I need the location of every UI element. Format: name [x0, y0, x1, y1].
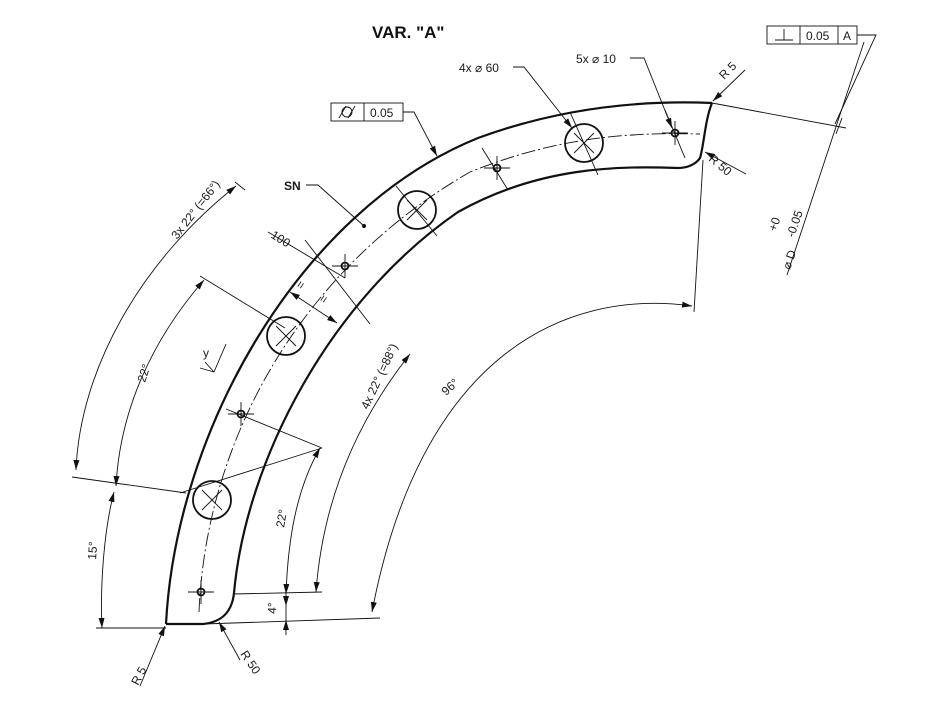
- diameter-symbol: ⌀ D: [780, 248, 800, 271]
- width-100-label: 100: [268, 228, 293, 251]
- bottom-end-cap: [166, 592, 236, 626]
- total-96-angle: 96°: [439, 376, 462, 399]
- small-hole-callout: 5x ⌀ 10: [576, 52, 673, 129]
- radial-lines: [179, 109, 686, 494]
- outer-pattern-angle: 3x 22° (=66°): [168, 178, 223, 242]
- drawing-title: VAR. "A": [372, 23, 444, 42]
- large-hole-label: 4x ⌀ 60: [459, 61, 499, 75]
- r50-bottom-label: R 50: [238, 648, 264, 677]
- outer-22-angle: 22°: [135, 362, 154, 384]
- large-hole-group: [192, 123, 604, 520]
- r5-bottom-label: R 5: [128, 664, 149, 687]
- diameter-upper-tol: +0: [766, 215, 784, 233]
- r5-top-callout: R 5: [712, 59, 746, 102]
- pitch-centerline: [198, 133, 701, 613]
- inner-22-angle: 22°: [273, 508, 290, 528]
- cylindricity-value: 0.05: [370, 106, 394, 120]
- diameter-dimension: ⌀ D +0 -0.05: [711, 41, 865, 276]
- inner-pattern-angle: 4x 22° (=88°): [358, 341, 401, 411]
- outer-arc: [164, 101, 713, 625]
- r50-top-label: R 50: [706, 152, 735, 179]
- surface-finish-symbol: y: [199, 343, 227, 373]
- datum-letter: A: [843, 29, 851, 43]
- r50-bottom-callout: R 50: [218, 621, 264, 677]
- perpendicularity-frame: 0.05 A: [766, 25, 877, 125]
- small-hole-group: [188, 121, 688, 604]
- inner-arc: [232, 166, 679, 594]
- outer-15-angle: 15°: [85, 541, 100, 560]
- perpendicular-icon: [775, 29, 793, 41]
- diameter-lower-tol: -0.05: [784, 208, 806, 239]
- r50-top-callout: R 50: [704, 152, 747, 179]
- r5-bottom-callout: R 5: [128, 625, 166, 687]
- inner-4-angle: 4°: [265, 602, 279, 614]
- cylindricity-frame: 0.05: [330, 102, 438, 157]
- top-end-cap: [677, 102, 714, 170]
- outer-angle-dimensions: 3x 22° (=66°) 22° 15°: [71, 178, 286, 629]
- cylindricity-icon: [338, 105, 356, 119]
- sn-callout: SN: [284, 179, 366, 228]
- equal-mark-1: =: [293, 278, 309, 292]
- sn-label: SN: [284, 179, 301, 193]
- large-hole-callout: 4x ⌀ 60: [459, 61, 573, 129]
- surface-finish-y: y: [203, 346, 209, 360]
- perpendicularity-value: 0.05: [806, 29, 830, 43]
- small-hole-label: 5x ⌀ 10: [576, 52, 616, 66]
